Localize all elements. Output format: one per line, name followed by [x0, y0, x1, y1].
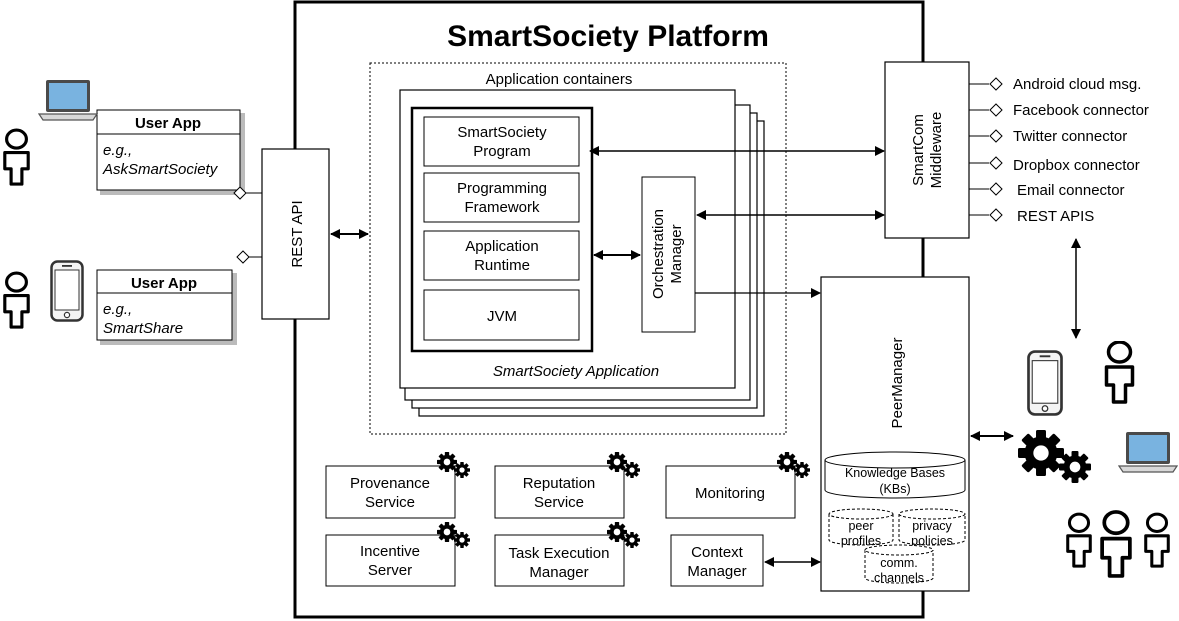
monitoring-box: Monitoring [665, 465, 796, 519]
svg-text:SmartShare: SmartShare [103, 320, 183, 337]
application-runtime-box: Application Runtime [423, 230, 580, 281]
svg-text:Runtime: Runtime [474, 257, 530, 274]
connector-android: Android cloud msg. [1013, 76, 1141, 93]
svg-text:Server: Server [368, 562, 412, 579]
smartphone-icon [1027, 350, 1063, 416]
svg-text:PeerManager: PeerManager [889, 338, 906, 429]
laptop-icon [38, 79, 98, 121]
svg-text:User App: User App [135, 115, 201, 132]
gear-icon [1059, 451, 1091, 483]
orchestration-manager-box: Orchestration Manager [641, 176, 696, 333]
gear-icon [624, 532, 640, 548]
smartphone-icon [50, 260, 84, 322]
svg-text:channels: channels [874, 571, 924, 585]
peer-profiles-store: peer profiles [828, 508, 894, 548]
svg-text:Provenance: Provenance [350, 475, 430, 492]
svg-text:Monitoring: Monitoring [695, 485, 765, 502]
gear-icon [454, 532, 470, 548]
comm-channels-store: comm. channels [864, 544, 934, 585]
svg-text:e.g.,: e.g., [103, 301, 132, 318]
svg-text:REST API: REST API [289, 200, 306, 267]
svg-text:Knowledge Bases: Knowledge Bases [845, 466, 945, 480]
user-app-1: User App e.g., AskSmartSociety [96, 109, 245, 195]
user-icon [1104, 341, 1135, 404]
svg-text:Middleware: Middleware [928, 112, 945, 189]
svg-text:JVM: JVM [487, 308, 517, 325]
reputation-service-box: Reputation Service [494, 465, 625, 519]
svg-text:Incentive: Incentive [360, 543, 420, 560]
svg-text:SmartSociety: SmartSociety [457, 124, 547, 141]
connector-twitter: Twitter connector [1013, 128, 1127, 145]
svg-text:e.g.,: e.g., [103, 142, 132, 159]
svg-text:Program: Program [473, 143, 531, 160]
svg-text:Application: Application [465, 238, 538, 255]
svg-text:Service: Service [534, 494, 584, 511]
svg-text:SmartCom: SmartCom [910, 114, 927, 186]
programming-framework-box: Programming Framework [423, 172, 580, 223]
svg-text:comm.: comm. [880, 556, 918, 570]
svg-text:Programming: Programming [457, 180, 547, 197]
svg-text:peer: peer [848, 519, 873, 533]
connector-dropbox: Dropbox connector [1013, 157, 1140, 174]
application-containers-label: Application containers [486, 71, 633, 88]
gear-icon [1018, 430, 1064, 476]
svg-text:Manager: Manager [668, 224, 685, 283]
jvm-box: JVM [423, 289, 580, 341]
svg-text:Manager: Manager [687, 563, 746, 580]
svg-text:Orchestration: Orchestration [650, 209, 667, 299]
provenance-service-box: Provenance Service [325, 465, 456, 519]
user-icon [3, 271, 30, 329]
user-app-2-connector [236, 250, 250, 264]
rest-api-box: REST API [261, 148, 330, 320]
svg-text:Reputation: Reputation [523, 475, 596, 492]
connector-email: Email connector [1017, 182, 1125, 199]
svg-text:AskSmartSociety: AskSmartSociety [102, 161, 219, 178]
gear-icon [794, 462, 810, 478]
smartcom-middleware-box: SmartCom Middleware [884, 61, 970, 239]
gear-icon [624, 462, 640, 478]
user-app-2: User App e.g., SmartShare [96, 269, 237, 345]
svg-text:Context: Context [691, 544, 744, 561]
connector-facebook: Facebook connector [1013, 102, 1149, 119]
incentive-server-box: Incentive Server [325, 534, 456, 587]
svg-text:profiles: profiles [841, 534, 881, 548]
smartsociety-program-box: SmartSociety Program [423, 116, 580, 167]
svg-text:Manager: Manager [529, 564, 588, 581]
smartsociety-application-caption: SmartSociety Application [493, 363, 659, 380]
people-icon [1066, 512, 1170, 576]
task-execution-manager-box: Task Execution Manager [494, 534, 625, 587]
svg-text:Service: Service [365, 494, 415, 511]
svg-text:policies: policies [911, 534, 953, 548]
svg-text:privacy: privacy [912, 519, 952, 533]
application-containers-area [369, 62, 787, 435]
context-manager-box: Context Manager [670, 534, 764, 587]
laptop-icon [1118, 431, 1178, 473]
platform-title: SmartSociety Platform [447, 20, 769, 53]
svg-text:Task Execution: Task Execution [509, 545, 610, 562]
knowledge-bases-cylinder: Knowledge Bases (KBs) [824, 451, 966, 499]
svg-text:User App: User App [131, 275, 197, 292]
svg-text:(KBs): (KBs) [879, 482, 910, 496]
gear-icon [454, 462, 470, 478]
connector-rest-apis: REST APIS [1017, 208, 1094, 225]
connector-list: Android cloud msg. Facebook connector Tw… [969, 76, 1149, 225]
user-icon [3, 128, 30, 186]
privacy-policies-store: privacy policies [898, 508, 966, 548]
svg-text:Framework: Framework [464, 199, 540, 216]
